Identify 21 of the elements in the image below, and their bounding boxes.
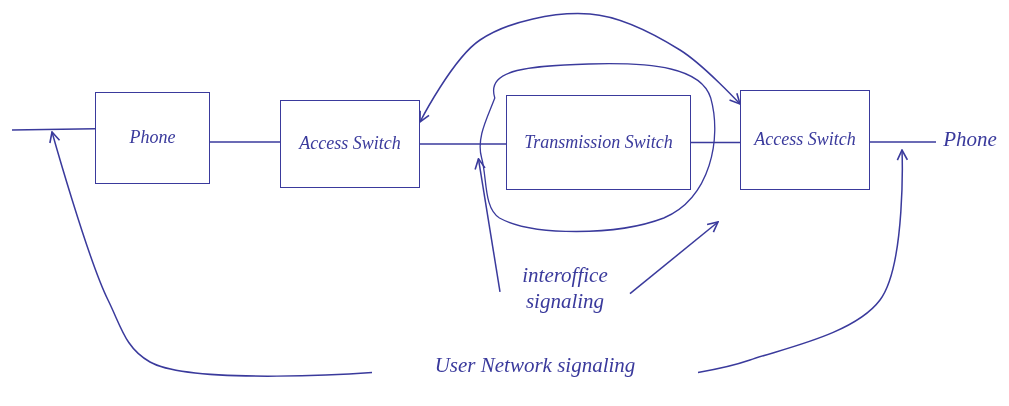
process-box xyxy=(506,95,691,190)
connector-line xyxy=(209,141,281,143)
connector-line xyxy=(11,128,96,131)
box-label: Phone xyxy=(129,127,176,149)
leader-arrow xyxy=(629,221,719,295)
connector-line xyxy=(869,141,937,143)
connector-line xyxy=(419,143,507,145)
leader-arrow xyxy=(49,131,373,377)
signal-label: interoffice signaling xyxy=(521,262,609,315)
process-box xyxy=(740,90,870,190)
box-label: Transmission Switch xyxy=(524,131,673,154)
leader-arrow xyxy=(697,149,909,374)
process-box xyxy=(280,100,420,188)
connector-line xyxy=(690,141,741,144)
connector-line xyxy=(474,158,501,293)
box-label: Access Switch xyxy=(754,129,856,151)
process-box xyxy=(95,92,210,184)
connector-line xyxy=(419,12,741,123)
signal-label: User Network signaling xyxy=(433,352,637,379)
box-label: Access Switch xyxy=(299,133,401,155)
signal-label: Phone xyxy=(942,126,998,153)
